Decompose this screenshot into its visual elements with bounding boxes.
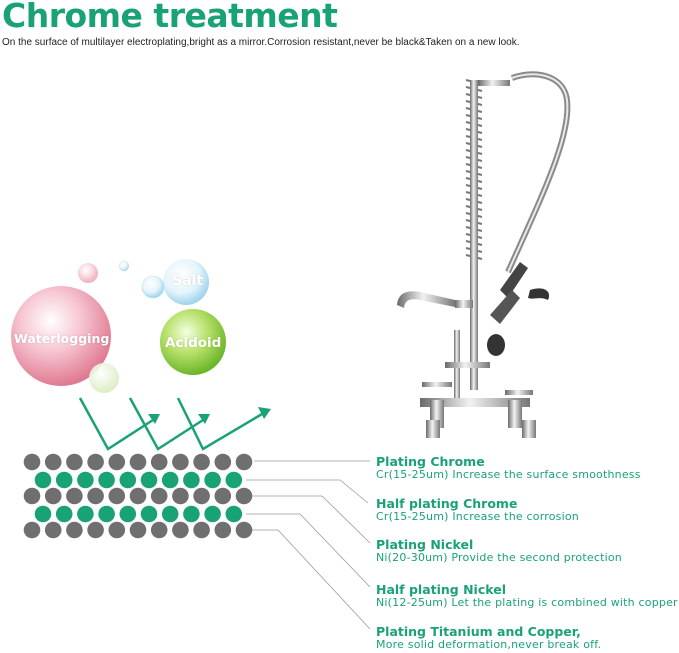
acidoid-bubble (160, 309, 226, 375)
layer-dot-row-1 (87, 453, 104, 471)
layer-dot-row-3 (235, 487, 253, 505)
corrosion-arrows (78, 397, 263, 451)
salt-label: Salt (172, 273, 204, 289)
plating-layers-diagram (23, 453, 253, 539)
page-subtitle: On the surface of multilayer electroplat… (2, 37, 520, 48)
layer-dot-row-1 (193, 453, 210, 471)
small-bubble-blue (118, 260, 130, 272)
small-bubble-pink (78, 263, 98, 283)
layer-dot-row-3 (150, 487, 168, 505)
layer-dot-row-5 (66, 521, 83, 539)
layer-dot-row-3 (44, 487, 62, 505)
layer-title-1: Plating Chrome (376, 454, 485, 469)
layer-dot-row-3 (23, 487, 41, 505)
layer-dot-row-2 (183, 471, 200, 489)
layer-title-4: Half plating Nickel (376, 582, 506, 597)
layer-dot-row-4 (55, 505, 73, 523)
layer-dot-row-3 (87, 487, 104, 505)
layer-dot-row-2 (140, 471, 158, 489)
layer-dot-row-5 (235, 521, 253, 539)
layer-dot-row-2 (55, 471, 73, 489)
layer-desc-3: Ni(20-30um) Provide the second protectio… (376, 551, 622, 564)
layer-title-3: Plating Nickel (376, 537, 474, 552)
layer-dot-row-4 (119, 505, 137, 523)
layer-dot-row-2 (161, 471, 179, 489)
tiny-bubble-blue (141, 275, 165, 299)
layer-title-5: Plating Titanium and Copper, (376, 624, 581, 639)
layer-dot-row-1 (44, 453, 62, 471)
layer-dot-row-3 (108, 487, 126, 505)
layer-dot-row-1 (66, 453, 83, 471)
layer-title-2: Half plating Chrome (376, 496, 518, 511)
layer-dot-row-3 (172, 487, 189, 505)
layer-dot-row-1 (214, 453, 232, 471)
leader-lines (246, 460, 371, 630)
layer-dot-row-4 (204, 505, 221, 523)
page-title: Chrome treatment (2, 0, 338, 35)
layer-desc-5: More solid deformation,never break off. (376, 638, 602, 651)
small-bubble-green (89, 363, 119, 393)
waterlogging-bubble (11, 286, 111, 386)
layer-dot-row-4 (161, 505, 179, 523)
layer-dot-row-2 (77, 471, 94, 489)
layer-dot-row-5 (150, 521, 168, 539)
layer-dot-row-5 (23, 521, 41, 539)
layer-dot-row-1 (150, 453, 168, 471)
layer-dot-row-2 (119, 471, 137, 489)
layer-dot-row-1 (23, 453, 41, 471)
layer-dot-row-5 (44, 521, 62, 539)
layer-dot-row-3 (193, 487, 210, 505)
layer-dot-row-2 (225, 471, 243, 489)
layer-dot-row-5 (108, 521, 126, 539)
layer-dot-row-3 (66, 487, 83, 505)
layer-dot-row-4 (225, 505, 243, 523)
layer-dot-row-5 (193, 521, 210, 539)
layer-dot-row-4 (34, 505, 52, 523)
layer-dot-row-4 (77, 505, 94, 523)
layer-dot-row-4 (98, 505, 115, 523)
layer-dot-row-4 (140, 505, 158, 523)
layer-dot-row-1 (129, 453, 147, 471)
layer-dot-row-1 (235, 453, 253, 471)
layer-desc-1: Cr(15-25um) Increase the surface smoothn… (376, 468, 641, 481)
layer-dot-row-2 (204, 471, 221, 489)
layer-dot-row-1 (172, 453, 189, 471)
layer-dot-row-2 (34, 471, 52, 489)
layer-dot-row-5 (87, 521, 104, 539)
layer-dot-row-5 (172, 521, 189, 539)
faucet-image (397, 71, 571, 438)
salt-bubble (163, 259, 209, 305)
layer-dot-row-2 (98, 471, 115, 489)
layer-dot-row-5 (214, 521, 232, 539)
layer-dot-row-3 (214, 487, 232, 505)
layer-dot-row-4 (183, 505, 200, 523)
layer-dot-row-1 (108, 453, 126, 471)
layer-dot-row-3 (129, 487, 147, 505)
acidoid-label: Acidoid (165, 335, 222, 351)
layer-desc-2: Cr(15-25um) Increase the corrosion (376, 510, 579, 523)
layer-desc-4: Ni(12-25um) Let the plating is combined … (376, 596, 678, 609)
layer-dot-row-5 (129, 521, 147, 539)
waterlogging-label: Waterlogging (14, 331, 110, 346)
